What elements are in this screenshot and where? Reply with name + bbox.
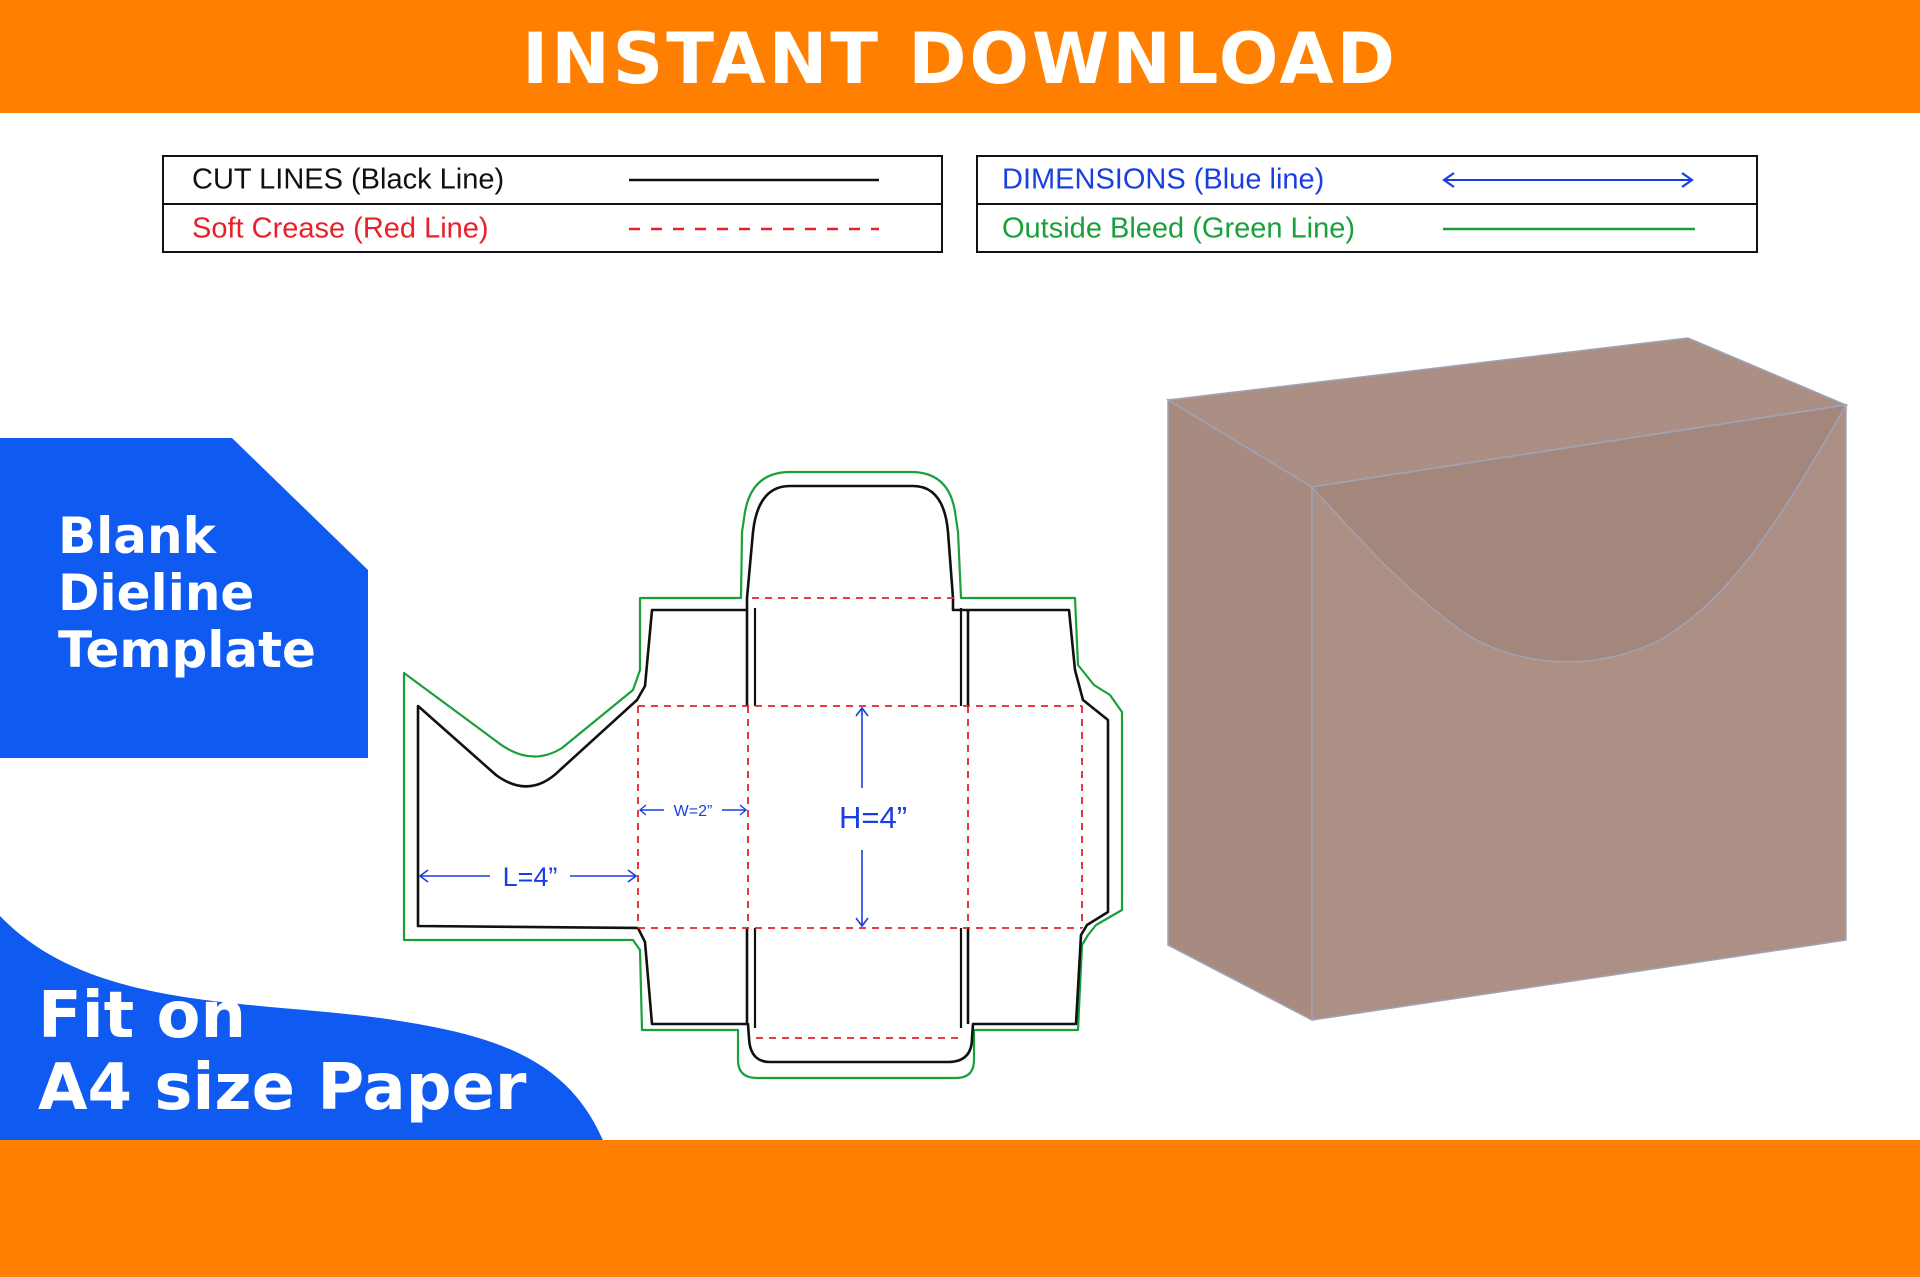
legend-label-bleed: Outside Bleed (Green Line) <box>1002 212 1356 245</box>
blank-badge-shape <box>0 438 368 758</box>
legend-row-dimensions: DIMENSIONS (Blue line) <box>978 157 1756 205</box>
legend-table-left: CUT LINES (Black Line) Soft Crease (Red … <box>162 155 943 253</box>
legend-row-cut: CUT LINES (Black Line) <box>164 157 941 205</box>
height-label: H=4” <box>839 800 907 835</box>
blank-badge-text: Blank Dieline Template <box>58 508 316 679</box>
legend-row-bleed: Outside Bleed (Green Line) <box>978 205 1756 253</box>
top-banner: INSTANT DOWNLOAD <box>0 0 1920 113</box>
fit-badge-text: Fit on A4 size Paper <box>38 980 526 1124</box>
fit-badge-shape <box>0 916 605 1145</box>
legend-label-cut: CUT LINES (Black Line) <box>192 163 505 196</box>
legend-label-crease: Soft Crease (Red Line) <box>192 212 489 245</box>
width-label: W=2” <box>674 803 713 820</box>
blank-badge-line3: Template <box>58 621 316 679</box>
blank-badge-line2: Dieline <box>58 564 255 622</box>
length-dimension <box>418 869 638 883</box>
blank-badge-line1: Blank <box>58 507 216 565</box>
legend-label-dimensions: DIMENSIONS (Blue line) <box>1002 163 1325 196</box>
height-dimension <box>855 706 869 928</box>
box-front-flap <box>1310 404 1848 663</box>
legend-row-crease: Soft Crease (Red Line) <box>164 205 941 253</box>
crease-lines <box>637 597 1083 1039</box>
fit-badge-line2: A4 size Paper <box>38 1051 527 1125</box>
width-dimension <box>638 804 748 816</box>
box-side-face <box>1167 398 1313 1022</box>
length-label: L=4” <box>503 862 558 892</box>
double-arrow-icon <box>1442 172 1694 188</box>
bleed-outline <box>402 470 1124 1080</box>
banner-title: INSTANT DOWNLOAD <box>522 17 1398 100</box>
fit-badge-line1: Fit on <box>38 979 247 1053</box>
bottom-banner <box>0 1140 1920 1277</box>
bleed-line-sample <box>1443 227 1695 231</box>
cut-line-sample <box>629 178 879 182</box>
legend-table-right: DIMENSIONS (Blue line) Outside Bleed (Gr… <box>976 155 1758 253</box>
crease-line-sample <box>629 227 879 231</box>
cut-outline <box>416 484 1110 1064</box>
